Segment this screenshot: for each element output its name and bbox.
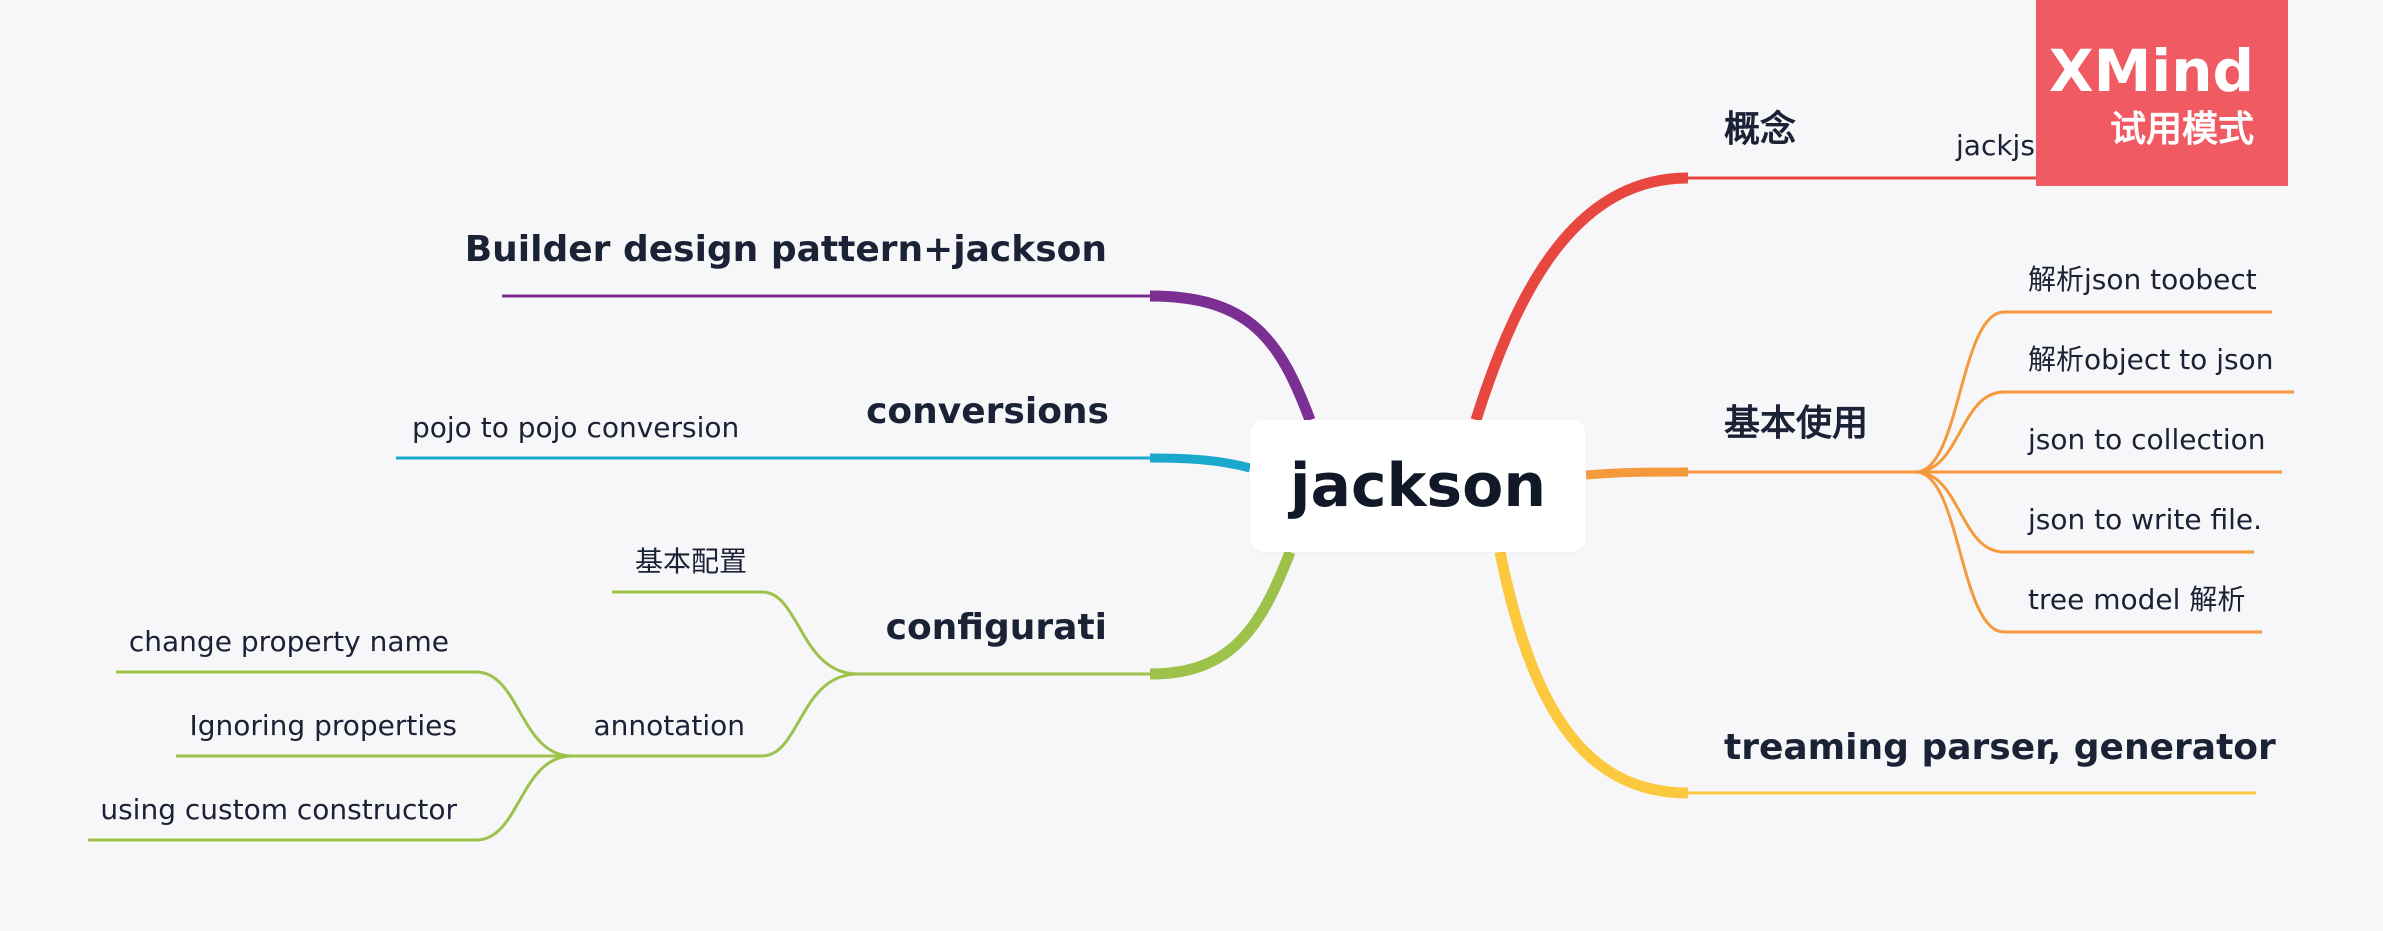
- subtopic-custom-constructor[interactable]: using custom constructor: [100, 793, 457, 826]
- subtopic-ignoring-properties[interactable]: Ignoring properties: [189, 709, 457, 742]
- xmind-trial-watermark: XMind 试用模式: [2036, 0, 2288, 186]
- topic-concept[interactable]: 概念: [1724, 109, 1797, 150]
- topic-conversions[interactable]: conversions: [866, 391, 1109, 432]
- subtopic-basic-usage-1[interactable]: 解析json toobect: [2028, 263, 2257, 296]
- connector-concept: [1470, 172, 1689, 422]
- watermark-brand: XMind: [2048, 37, 2254, 105]
- subtopic-basic-usage-3[interactable]: json to collection: [2028, 423, 2266, 456]
- connector-conversions: [1149, 453, 1252, 473]
- central-topic[interactable]: jackson: [1250, 420, 1586, 552]
- watermark-mode: 试用模式: [2109, 109, 2254, 150]
- subtopic-change-property-name[interactable]: change property name: [128, 625, 449, 658]
- subtopic-basic-usage-4[interactable]: json to write file.: [2028, 503, 2262, 536]
- connectors-configuration-children: [88, 590, 859, 842]
- connector-builder: [1149, 290, 1316, 422]
- topic-basic-usage[interactable]: 基本使用: [1724, 403, 1869, 444]
- connector-configuration: [1149, 550, 1296, 680]
- subtopic-basic-usage-5[interactable]: tree model 解析: [2028, 583, 2246, 616]
- connector-streaming: [1494, 550, 1689, 799]
- subtopic-pojo-conversion[interactable]: pojo to pojo conversion: [412, 411, 740, 444]
- topic-builder[interactable]: Builder design pattern+jackson: [464, 229, 1107, 270]
- topic-configuration[interactable]: configurati: [885, 607, 1107, 648]
- topic-streaming[interactable]: treaming parser, generator: [1724, 727, 2276, 768]
- subtopic-basic-config[interactable]: 基本配置: [634, 545, 747, 578]
- connectors-basic-usage-children: [1915, 310, 2294, 634]
- connector-basic-usage: [1585, 467, 1689, 480]
- subtopic-basic-usage-2[interactable]: 解析object to json: [2028, 343, 2274, 376]
- subtopic-annotation[interactable]: annotation: [593, 709, 745, 742]
